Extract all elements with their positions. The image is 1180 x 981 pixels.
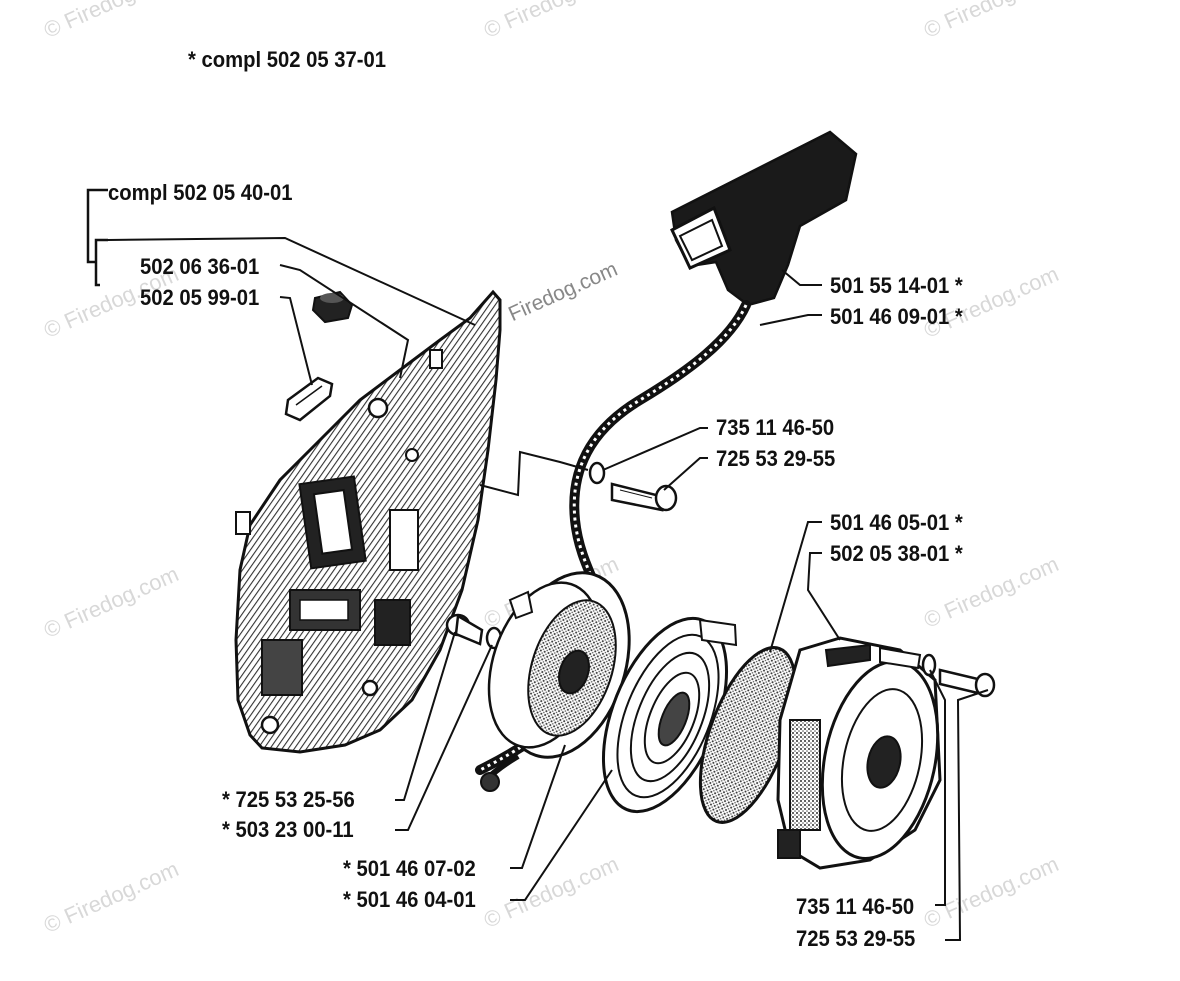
part-label-725-53-29-55-bottom: 725 53 29-55 — [796, 926, 916, 951]
screw-left — [445, 613, 503, 650]
fan-housing — [776, 636, 942, 870]
part-label-735-11-46-50-bottom: 735 11 46-50 — [796, 894, 915, 919]
part-label-735-11-46-50-top: 735 11 46-50 — [716, 415, 835, 440]
part-label-502-05-38-01: 502 05 38-01 * — [830, 541, 963, 566]
compl-assembly-label: * compl 502 05 37-01 — [188, 47, 387, 72]
clip-part — [284, 376, 334, 422]
screw-top — [588, 461, 678, 512]
starter-housing — [234, 289, 502, 754]
part-label-725-53-29-55-top: 725 53 29-55 — [716, 446, 836, 471]
leader-lines — [107, 236, 989, 941]
part-label-502-06-36-01: 502 06 36-01 — [140, 254, 260, 279]
spring-cassette — [601, 616, 738, 814]
part-label-503-23-00-11: * 503 23 00-11 — [222, 817, 354, 842]
compl-group-label: compl 502 05 40-01 — [108, 180, 293, 205]
group-bracket — [86, 188, 108, 287]
starter-handle — [670, 130, 858, 307]
part-label-725-53-25-56: * 725 53 25-56 — [222, 787, 355, 812]
part-label-501-46-04-01: * 501 46 04-01 — [343, 887, 476, 912]
part-label-502-05-99-01: 502 05 99-01 — [140, 285, 260, 310]
part-label-501-46-09-01: 501 46 09-01 * — [830, 304, 963, 329]
rope-pulley — [480, 571, 631, 792]
part-label-501-46-05-01: 501 46 05-01 * — [830, 510, 963, 535]
screw-right — [921, 653, 996, 698]
part-label-501-55-14-01: 501 55 14-01 * — [830, 273, 963, 298]
nut-part — [311, 290, 354, 324]
part-label-501-46-07-02: * 501 46 07-02 — [343, 856, 476, 881]
